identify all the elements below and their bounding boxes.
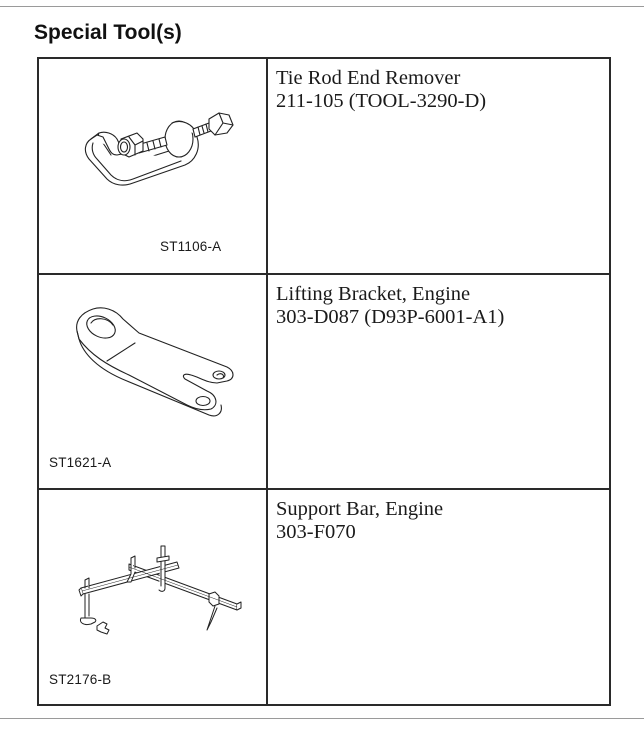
tool-number: 303-D087 (D93P-6001-A1) xyxy=(276,306,505,328)
tool-name: Tie Rod End Remover xyxy=(276,67,461,89)
special-tools-table: ST1106-A Tie Rod End Remover 211-105 (TO… xyxy=(37,57,611,706)
table-row: ST1106-A Tie Rod End Remover 211-105 (TO… xyxy=(37,57,611,275)
engine-support-bar-icon xyxy=(78,545,242,635)
tool-illustration-cell: ST2176-B xyxy=(37,488,268,706)
section-heading: Special Tool(s) xyxy=(34,21,182,44)
lifting-bracket-icon xyxy=(76,307,234,417)
illustration-id: ST1106-A xyxy=(160,239,222,254)
table-row: ST2176-B Support Bar, Engine 303-F070 xyxy=(37,488,611,706)
tool-description-cell: Support Bar, Engine 303-F070 xyxy=(266,488,611,706)
tie-rod-end-remover-icon xyxy=(84,112,234,186)
tool-description-cell: Lifting Bracket, Engine 303-D087 (D93P-6… xyxy=(266,273,611,490)
top-divider xyxy=(0,6,644,7)
tool-name: Lifting Bracket, Engine xyxy=(276,283,471,305)
tool-number: 303-F070 xyxy=(276,521,356,543)
table-row: ST1621-A Lifting Bracket, Engine 303-D08… xyxy=(37,273,611,490)
bottom-divider xyxy=(0,718,644,719)
tool-name: Support Bar, Engine xyxy=(276,498,444,520)
tool-illustration-cell: ST1621-A xyxy=(37,273,268,490)
tool-description-cell: Tie Rod End Remover 211-105 (TOOL-3290-D… xyxy=(266,57,611,275)
illustration-id: ST2176-B xyxy=(49,672,112,687)
illustration-id: ST1621-A xyxy=(49,455,112,470)
tool-number: 211-105 (TOOL-3290-D) xyxy=(276,90,487,112)
tool-illustration-cell: ST1106-A xyxy=(37,57,268,275)
